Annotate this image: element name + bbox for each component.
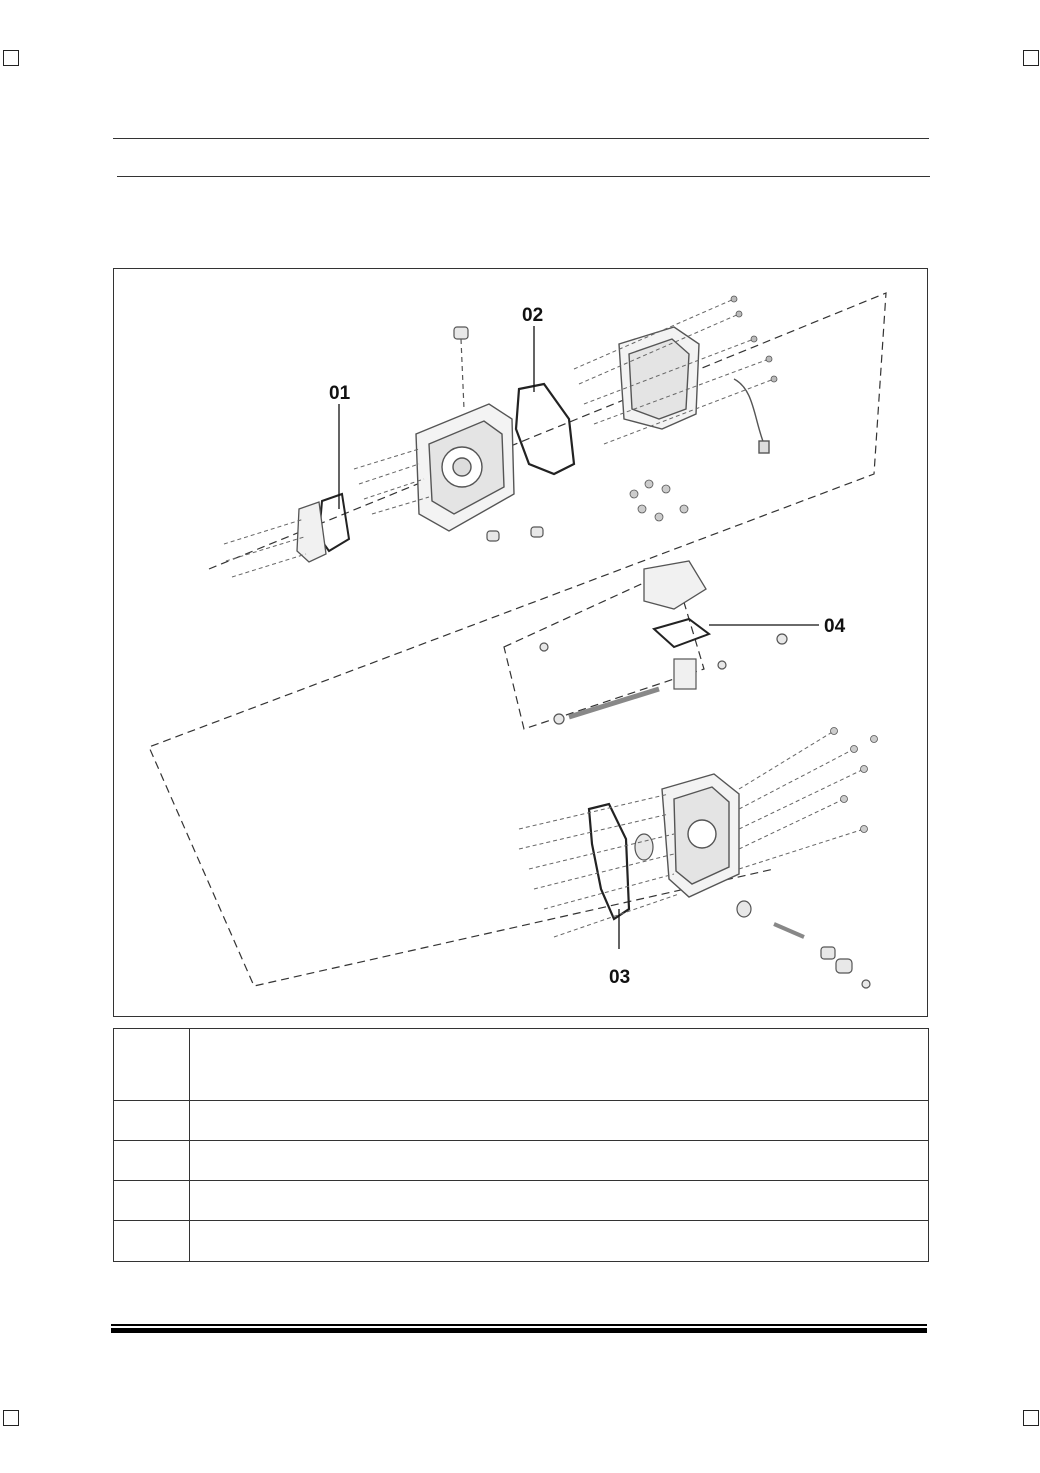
crop-mark-icon xyxy=(1023,50,1039,66)
clutch-housing xyxy=(415,403,515,532)
footer-rule-thick xyxy=(111,1328,927,1333)
lower-housing xyxy=(661,773,740,898)
table-row xyxy=(113,1220,929,1262)
crop-mark-icon xyxy=(1023,1410,1039,1426)
exploded-view-drawing: 01 02 03 04 xyxy=(148,292,887,989)
header-rule-bottom xyxy=(117,176,930,177)
callout-02: 02 xyxy=(522,305,543,326)
callout-01: 01 xyxy=(329,383,351,404)
legend-description xyxy=(189,1220,929,1262)
table-row xyxy=(113,1100,929,1141)
legend-code xyxy=(113,1028,190,1101)
front-cover xyxy=(296,501,327,563)
parts-legend-table xyxy=(113,1028,929,1262)
shift-cover xyxy=(643,560,707,610)
gasket-03 xyxy=(587,802,631,921)
legend-code xyxy=(113,1100,190,1141)
legend-code xyxy=(113,1220,190,1262)
gasket-02 xyxy=(514,382,576,476)
callout-04: 04 xyxy=(824,616,846,637)
footer-rule-thin xyxy=(111,1324,927,1326)
legend-description xyxy=(189,1028,929,1101)
legend-description xyxy=(189,1140,929,1181)
header-rule-top xyxy=(113,138,929,139)
legend-code xyxy=(113,1140,190,1181)
legend-code xyxy=(113,1180,190,1221)
table-row xyxy=(113,1028,929,1101)
table-row xyxy=(113,1180,929,1221)
exploded-view-figure: 01 02 03 04 xyxy=(113,268,928,1017)
crop-mark-icon xyxy=(3,1410,19,1426)
crop-mark-icon xyxy=(3,50,19,66)
rear-housing xyxy=(618,326,770,454)
gasket-04 xyxy=(651,617,712,649)
legend-description xyxy=(189,1180,929,1221)
legend-description xyxy=(189,1100,929,1141)
shift-shaft xyxy=(539,633,788,725)
shifter-outline-dashed xyxy=(503,568,705,730)
table-row xyxy=(113,1140,929,1181)
callout-03: 03 xyxy=(609,967,630,988)
